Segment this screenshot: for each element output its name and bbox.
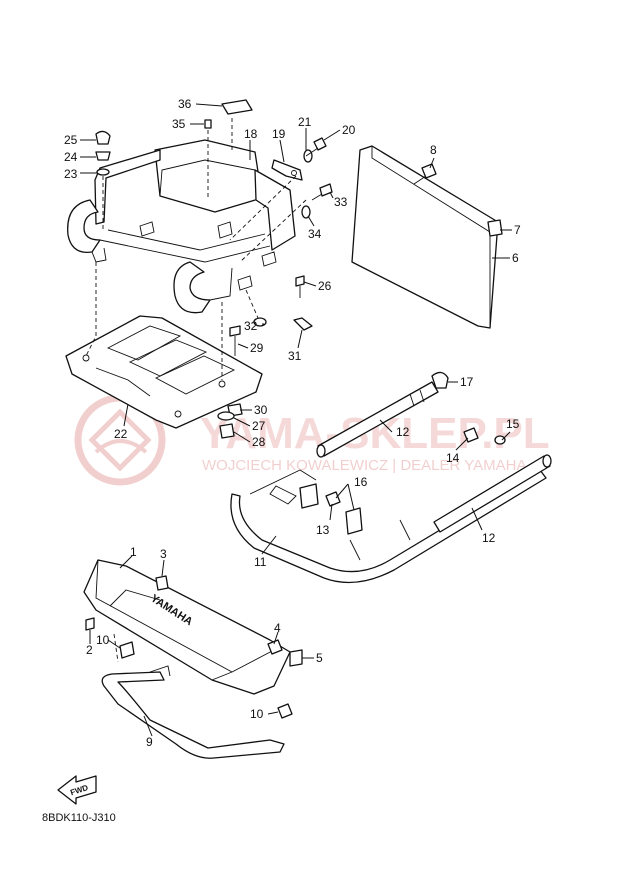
part-16-bracket-icon xyxy=(299,483,363,535)
callout-10b: 10 xyxy=(250,707,264,721)
part-35-screw-icon xyxy=(204,119,212,129)
part-33-bolt-icon xyxy=(311,183,333,201)
callout-21: 21 xyxy=(298,115,312,129)
part-9-guard-stay xyxy=(101,665,285,759)
assembly-lines xyxy=(85,118,307,663)
callout-31: 31 xyxy=(288,349,302,363)
callout-16: 16 xyxy=(354,475,368,489)
part-28-collar-icon xyxy=(219,423,235,439)
callout-28: 28 xyxy=(252,435,266,449)
callout-33: 33 xyxy=(334,195,348,209)
part-5-clip-icon xyxy=(289,649,303,667)
callout-3: 3 xyxy=(160,547,167,561)
part-20-bolt-icon xyxy=(305,137,327,157)
part-31-bolt-icon xyxy=(293,317,313,331)
leader-lines xyxy=(80,103,512,737)
part-21-collar-icon xyxy=(303,149,313,163)
callout-14: 14 xyxy=(446,451,460,465)
callout-35: 35 xyxy=(172,117,186,131)
callout-32: 32 xyxy=(244,319,258,333)
part-17-cap-icon xyxy=(431,371,449,389)
diagram-code: 8BDK110-J310 xyxy=(42,812,116,824)
part-13-bolt-icon xyxy=(325,491,341,507)
callout-6: 6 xyxy=(512,251,519,265)
part-36-label xyxy=(221,99,253,115)
part-8-bolt-icon xyxy=(413,163,437,185)
part-29-bolt-icon xyxy=(229,325,241,356)
callout-12b: 12 xyxy=(482,531,496,545)
part-10-bolt-upper-icon xyxy=(119,641,135,659)
part-7-grommet-icon xyxy=(487,219,503,237)
part-25-cap-icon xyxy=(95,130,111,145)
callout-24: 24 xyxy=(64,150,78,164)
callout-13: 13 xyxy=(316,523,330,537)
callout-26: 26 xyxy=(318,279,332,293)
part-10-bolt-lower-icon xyxy=(277,703,293,719)
part-34-washer-icon xyxy=(301,205,311,219)
callout-9: 9 xyxy=(146,735,153,749)
callout-5: 5 xyxy=(316,651,323,665)
part-22-guard-plate xyxy=(65,315,263,429)
callout-22: 22 xyxy=(114,427,128,441)
callout-34: 34 xyxy=(308,227,322,241)
callout-19: 19 xyxy=(272,127,286,141)
part-11-side-bar xyxy=(230,469,547,584)
part-26-bolt-icon xyxy=(295,275,305,298)
callout-36: 36 xyxy=(178,97,192,111)
callout-15: 15 xyxy=(506,417,520,431)
callout-11: 11 xyxy=(254,555,267,569)
callout-17: 17 xyxy=(460,375,474,389)
part-3-nut-icon xyxy=(155,575,169,591)
callout-10a: 10 xyxy=(96,633,110,647)
callout-30: 30 xyxy=(254,403,268,417)
part-2-bolt-icon xyxy=(85,617,95,631)
callout-27: 27 xyxy=(252,419,266,433)
callouts: 36 35 18 19 21 20 25 24 23 8 33 34 7 6 2… xyxy=(64,97,521,749)
part-18-rear-carrier xyxy=(67,139,296,314)
callout-1: 1 xyxy=(130,545,137,559)
part-12-upper-rail xyxy=(316,381,439,458)
callout-4: 4 xyxy=(274,621,281,635)
callout-25: 25 xyxy=(64,133,78,147)
part-27-washer-icon xyxy=(217,411,235,421)
callout-12a: 12 xyxy=(396,425,410,439)
callout-20: 20 xyxy=(342,123,356,137)
part-12-lower-rail xyxy=(433,454,552,533)
callout-18: 18 xyxy=(244,127,258,141)
callout-2: 2 xyxy=(86,643,93,657)
callout-23: 23 xyxy=(64,167,78,181)
part-19-bracket-icon xyxy=(271,159,303,181)
part-1-front-guard xyxy=(83,559,291,695)
callout-29: 29 xyxy=(250,341,264,355)
part-23-washer-icon xyxy=(96,168,110,176)
fwd-arrow-icon: FWD xyxy=(57,775,97,805)
callout-7: 7 xyxy=(514,223,521,237)
part-15-washer-icon xyxy=(494,435,506,445)
watermark-subtitle: WOJCIECH KOWALEWICZ | DEALER YAMAHA xyxy=(202,457,527,474)
part-24-nut-icon xyxy=(95,151,111,161)
callout-8: 8 xyxy=(430,143,437,157)
